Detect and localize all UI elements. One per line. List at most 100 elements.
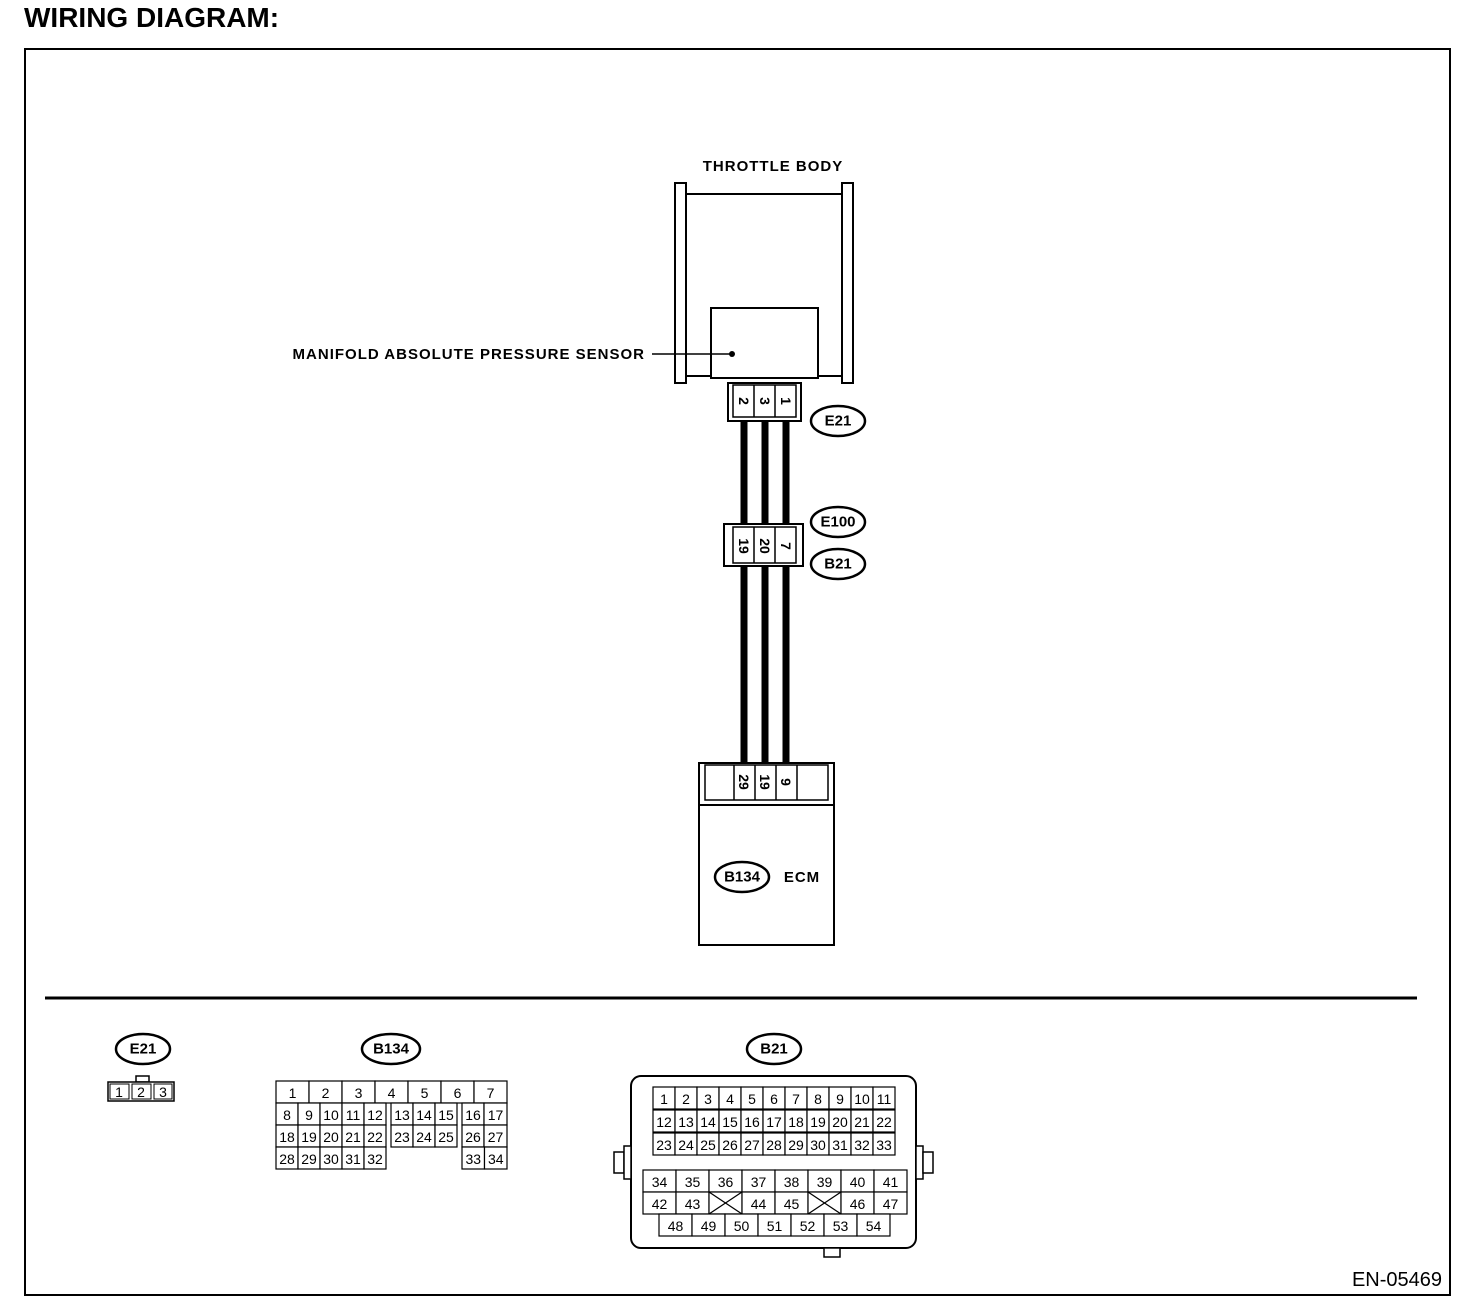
b21-face-pin-number: 18 [788, 1114, 804, 1130]
face-e21: 1 2 3 [107, 1075, 175, 1102]
b21-face-pin-number: 49 [701, 1218, 717, 1234]
b21-face-pin-number: 17 [766, 1114, 782, 1130]
ecm-unit: 29 19 9 [698, 762, 835, 946]
b21-face-cell [872, 1109, 896, 1133]
diagram-frame [24, 48, 1451, 1296]
b21-face-pin-number: 31 [832, 1137, 848, 1153]
b134-face-pin-number: 15 [438, 1107, 454, 1123]
e100-pin-c: 7 [778, 542, 794, 550]
b21-face-pin-number: 14 [700, 1114, 716, 1130]
b21-face-pin-number: 53 [833, 1218, 849, 1234]
e21-face-cell: 3 [159, 1084, 167, 1100]
svg-text:B21: B21 [760, 1041, 788, 1058]
b134-face-cell [483, 1146, 508, 1170]
svg-text:B21: B21 [824, 556, 852, 573]
b134-face-pin-number: 6 [454, 1085, 462, 1101]
connector-e21: 2 3 1 [727, 382, 802, 422]
b21-face-pin-number: 45 [784, 1196, 800, 1212]
b21-face-pin-number: 41 [883, 1174, 899, 1190]
b21-face-pin-number: 27 [744, 1137, 760, 1153]
b21-face-pin-number: 42 [652, 1196, 668, 1212]
b21-face-pin-number: 35 [685, 1174, 701, 1190]
svg-text:E100: E100 [820, 514, 855, 531]
b21-face-pin-number: 15 [722, 1114, 738, 1130]
b134-pin-c: 9 [778, 778, 794, 786]
b21-face-cell [872, 1086, 896, 1110]
b21-face-pin-number: 24 [678, 1137, 694, 1153]
b21-face-pin-number: 29 [788, 1137, 804, 1153]
b21-face-pin-number: 39 [817, 1174, 833, 1190]
b134-face-pin-number: 22 [367, 1129, 383, 1145]
b134-face-pin-number: 32 [367, 1151, 383, 1167]
b134-face-pin-number: 13 [394, 1107, 410, 1123]
b21-face-pin-number: 7 [792, 1091, 800, 1107]
b21-face-pin-number: 9 [836, 1091, 844, 1107]
b21-face-pin-number: 38 [784, 1174, 800, 1190]
e21-pin-c: 1 [778, 397, 794, 405]
svg-text:E21: E21 [130, 1041, 157, 1058]
b21-face-pin-number: 4 [726, 1091, 734, 1107]
b21-face-pin-number: 10 [854, 1091, 870, 1107]
b134-face-pin-number: 12 [367, 1107, 383, 1123]
b134-face-pin-number: 30 [323, 1151, 339, 1167]
wire-harness-upper [740, 421, 790, 526]
blank-cavity-mark [708, 1191, 743, 1215]
b134-face-pin-number: 17 [488, 1107, 504, 1123]
wire-harness-lower [740, 566, 790, 765]
b134-face-pin-number: 28 [279, 1151, 295, 1167]
b21-face-pin-number: 22 [876, 1114, 892, 1130]
ecm-label: ECM [784, 869, 820, 886]
b21-face-pin-number: 13 [678, 1114, 694, 1130]
b21-face-pin-number: 11 [877, 1091, 892, 1107]
b21-face-pin-number: 54 [866, 1218, 882, 1234]
b134-face-pin-number: 14 [416, 1107, 432, 1123]
b21-face-pin-number: 12 [656, 1114, 672, 1130]
b21-face-pin-number: 1 [660, 1091, 668, 1107]
b134-face-pin-number: 34 [488, 1151, 504, 1167]
b21-face-pin-number: 34 [652, 1174, 668, 1190]
b21-face-pin-number: 28 [766, 1137, 782, 1153]
b134-face-pin-number: 18 [279, 1129, 295, 1145]
b21-face-pin-number: 5 [748, 1091, 756, 1107]
b134-face-cell [363, 1146, 387, 1170]
b21-face-cell [856, 1213, 891, 1237]
face-b21-tag: B21 [745, 1032, 803, 1066]
b134-face-pin-number: 4 [388, 1085, 396, 1101]
b21-face-pin-number: 19 [810, 1114, 826, 1130]
b134-face-pin-number: 1 [289, 1085, 297, 1101]
b134-face-pin-number: 29 [301, 1151, 317, 1167]
e100-pin-a: 19 [736, 538, 752, 554]
face-e21-tag: E21 [114, 1032, 172, 1066]
throttle-body-label: THROTTLE BODY [703, 158, 844, 175]
b21-face-pin-number: 6 [770, 1091, 778, 1107]
b21-face-pin-number: 23 [656, 1137, 672, 1153]
b21-face-cell [872, 1132, 896, 1156]
b134-face-pin-number: 20 [323, 1129, 339, 1145]
b21-face-pin-number: 44 [751, 1196, 767, 1212]
b134-face-pin-number: 31 [345, 1151, 361, 1167]
e21-face-cell: 2 [137, 1084, 145, 1100]
b21-face-pin-number: 33 [876, 1137, 892, 1153]
b21-face-pin-number: 43 [685, 1196, 701, 1212]
b134-face-pin-number: 7 [487, 1085, 495, 1101]
b134-face-pin-number: 19 [301, 1129, 317, 1145]
svg-text:B134: B134 [724, 869, 761, 886]
b21-face-pin-number: 8 [814, 1091, 822, 1107]
b21-face-pin-number: 36 [718, 1174, 734, 1190]
b21-face-pin-number: 30 [810, 1137, 826, 1153]
b134-face-pin-number: 26 [465, 1129, 481, 1145]
b21-face-pin-number: 32 [854, 1137, 870, 1153]
b134-face-pin-number: 24 [416, 1129, 432, 1145]
b21-face-pin-number: 47 [883, 1196, 899, 1212]
b21-face-pin-number: 46 [850, 1196, 866, 1212]
b21-face-pin-number: 48 [668, 1218, 684, 1234]
drawing-code: EN-05469 [1352, 1269, 1442, 1291]
e100-pin-b: 20 [757, 538, 773, 554]
b21-face-pin-number: 40 [850, 1174, 866, 1190]
b21-face-pin-number: 25 [700, 1137, 716, 1153]
b134-face-pin-number: 16 [465, 1107, 481, 1123]
b134-face-pin-number: 3 [355, 1085, 363, 1101]
b134-face-pin-number: 21 [345, 1129, 361, 1145]
e100-tag: E100 [809, 505, 867, 539]
svg-text:B134: B134 [373, 1041, 410, 1058]
